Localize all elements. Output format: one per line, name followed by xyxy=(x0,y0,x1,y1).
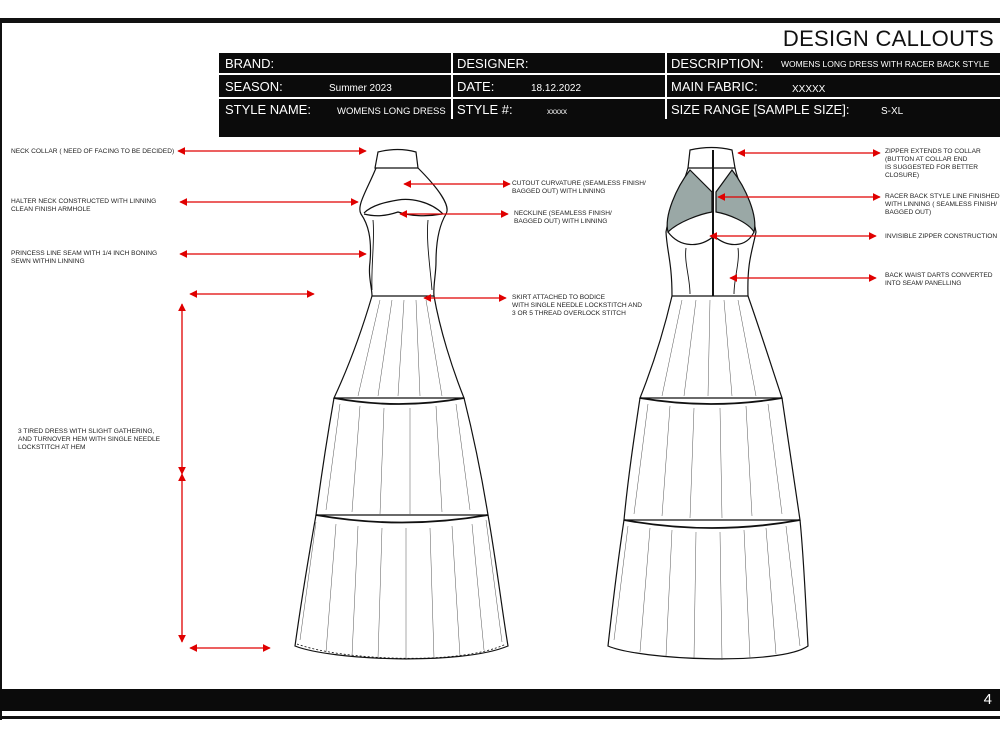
callout-neck-collar: NECK COLLAR ( NEED OF FACING TO BE DECID… xyxy=(11,148,175,155)
size-range-label: SIZE RANGE [SAMPLE SIZE]: xyxy=(671,102,850,117)
callout-arrows xyxy=(177,147,881,652)
callout-neckline: NECKLINE (SEAMLESS FINISH/ BAGGED OUT) W… xyxy=(514,210,612,225)
main-fabric-value: XXXXX xyxy=(792,84,826,95)
callout-invisible-zipper: INVISIBLE ZIPPER CONSTRUCTION xyxy=(885,233,998,240)
callout-cutout: CUTOUT CURVATURE (SEAMLESS FINISH/ BAGGE… xyxy=(512,180,646,195)
top-rule xyxy=(0,18,1000,23)
description-value: WOMENS LONG DRESS WITH RACER BACK STYLE xyxy=(781,59,990,69)
main-fabric-label: MAIN FABRIC: xyxy=(671,79,758,94)
brand-label: BRAND: xyxy=(225,56,275,71)
page-number: 4 xyxy=(983,691,992,708)
date-label: DATE: xyxy=(457,79,495,94)
row-divider xyxy=(219,73,1000,75)
callout-skirt-attachment: SKIRT ATTACHED TO BODICE WITH SINGLE NEE… xyxy=(512,294,643,317)
style-number-label: STYLE #: xyxy=(457,102,513,117)
season-value: Summer 2023 xyxy=(329,83,392,94)
description-label: DESCRIPTION: xyxy=(671,56,764,71)
column-divider xyxy=(451,53,453,119)
style-name-value: WOMENS LONG DRESS xyxy=(337,106,446,117)
left-rule xyxy=(0,18,2,720)
callout-halter-neck: HALTER NECK CONSTRUCTED WITH LINNING CLE… xyxy=(11,198,157,213)
callout-princess-line: PRINCESS LINE SEAM WITH 1/4 INCH BONING … xyxy=(11,250,158,265)
callout-zipper-collar: ZIPPER EXTENDS TO COLLAR (BUTTON AT COLL… xyxy=(885,148,981,179)
designer-label: DESIGNER: xyxy=(457,56,529,71)
season-label: SEASON: xyxy=(225,79,283,94)
size-range-value: S-XL xyxy=(881,106,904,117)
style-number-value: xxxxx xyxy=(547,107,567,116)
column-divider xyxy=(665,53,667,119)
front-dress-flat xyxy=(294,148,509,660)
row-divider xyxy=(219,97,1000,99)
callout-back-darts: BACK WAIST DARTS CONVERTED INTO SEAM/ PA… xyxy=(885,272,993,287)
bottom-rule xyxy=(0,716,1000,719)
page-title: DESIGN CALLOUTS xyxy=(782,26,994,51)
style-name-label: STYLE NAME: xyxy=(225,102,311,117)
back-dress-flat xyxy=(607,146,809,661)
date-value: 18.12.2022 xyxy=(531,83,582,94)
footer-bar: 4 xyxy=(0,689,1000,711)
callout-tiered-dress: 3 TIRED DRESS WITH SLIGHT GATHERING, AND… xyxy=(18,428,161,451)
callout-racer-back: RACER BACK STYLE LINE FINISHED WITH LINN… xyxy=(885,193,1000,216)
header-underbar xyxy=(219,120,1000,137)
